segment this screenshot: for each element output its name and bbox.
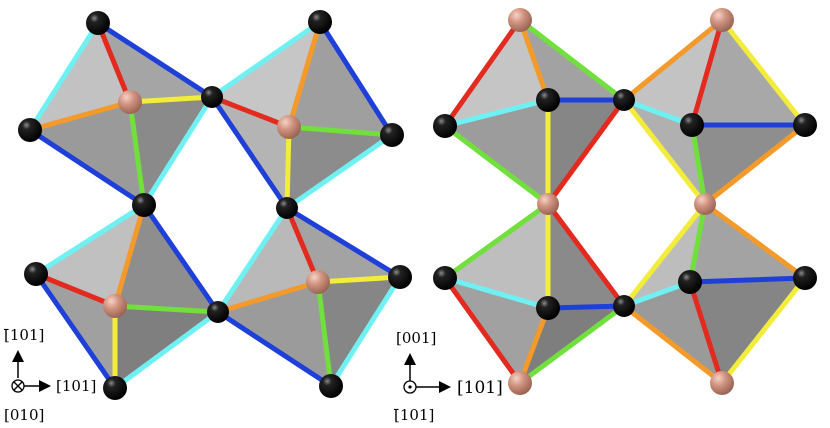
left-cations [103, 90, 330, 318]
right-octahedron-top-left [445, 20, 624, 204]
out-of-page-dot-icon [403, 380, 417, 394]
right-cations [508, 8, 734, 395]
right-axis-right-label: [101] [457, 378, 503, 398]
left-edges [27, 19, 403, 391]
left-octahedron-top-right [212, 22, 392, 208]
right-octahedron-bottom-left [445, 204, 624, 383]
left-axis-right-label: [101] [56, 377, 96, 395]
left-octahedron-bottom-left [36, 205, 218, 388]
left-bonds [27, 19, 403, 391]
right-panel: [001] [101] [̄101] [394, 8, 817, 424]
right-bonds [442, 17, 808, 386]
into-page-cross-icon [11, 379, 25, 393]
left-axis-up-label: [̄101] [4, 326, 44, 344]
right-axes-indicator: [001] [101] [̄101] [394, 329, 503, 424]
left-anions [18, 10, 412, 400]
left-axes-indicator: [̄101] [101] [010] [4, 326, 96, 424]
left-axis-out-label: [010] [4, 406, 44, 424]
right-edges [442, 17, 808, 386]
left-panel: [̄101] [101] [010] [4, 10, 412, 424]
left-octahedron-top-left [30, 23, 212, 205]
right-axis-up-label: [001] [396, 329, 436, 347]
right-anions [433, 88, 817, 320]
left-octahedron-bottom-right [218, 208, 400, 386]
right-axis-out-label: [̄101] [394, 406, 434, 424]
